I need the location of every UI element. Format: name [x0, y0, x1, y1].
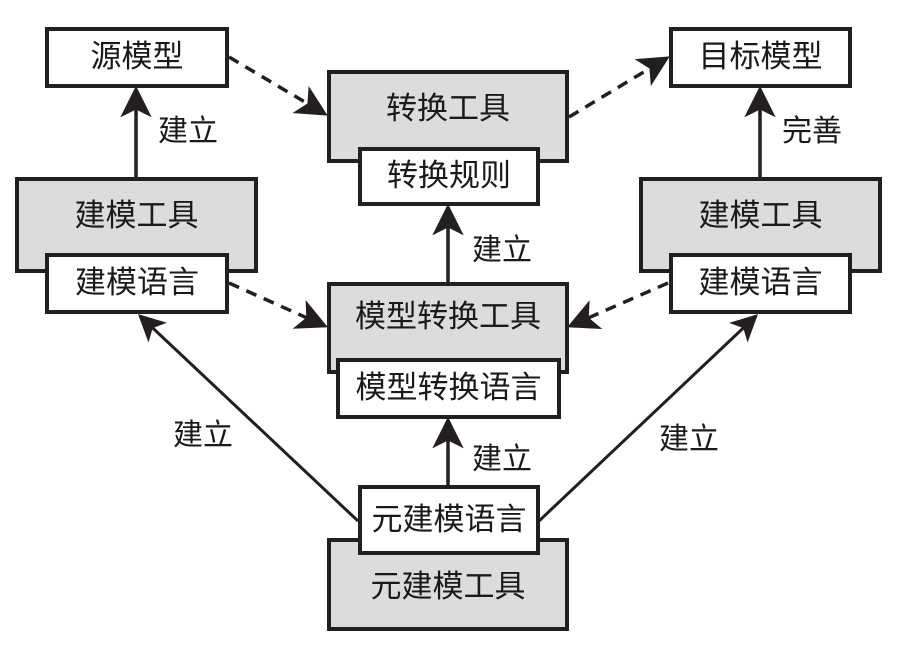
arrow-meta-language-to-right-language — [537, 314, 758, 523]
left-modeling-language-label: 建模语言 — [75, 265, 199, 301]
model-transform-language-label: 模型转换语言 — [355, 370, 542, 406]
model-transform-language-node: 模型转换语言 — [336, 358, 561, 419]
edge-label-left-build: 建立 — [158, 114, 218, 149]
right-modeling-tool-label: 建模工具 — [698, 198, 823, 234]
arrow-meta-language-to-left-language — [138, 314, 360, 523]
dashed-arrow-left-language-to-model-transform-tool — [228, 281, 328, 329]
transform-rules-label: 转换规则 — [387, 158, 511, 194]
target-model-node: 目标模型 — [669, 27, 852, 88]
edge-label-meta-center-build: 建立 — [472, 442, 532, 477]
target-model-label: 目标模型 — [698, 39, 823, 75]
edge-label-right-refine: 完善 — [782, 114, 842, 149]
right-modeling-language-label: 建模语言 — [698, 265, 823, 301]
transform-rules-node: 转换规则 — [358, 147, 540, 206]
transform-tool-label: 转换工具 — [386, 91, 510, 127]
right-modeling-language-node: 建模语言 — [669, 253, 852, 314]
left-modeling-tool-label: 建模工具 — [74, 198, 199, 234]
dashed-arrow-transform-tool-to-target — [568, 56, 670, 119]
meta-modeling-language-label: 元建模语言 — [371, 501, 527, 538]
meta-modeling-language-node: 元建模语言 — [358, 485, 540, 555]
source-model-node: 源模型 — [45, 27, 229, 88]
edge-label-meta-right-build: 建立 — [659, 422, 719, 457]
left-modeling-language-node: 建模语言 — [45, 253, 229, 314]
edge-label-rules-build: 建立 — [472, 233, 532, 268]
dashed-arrow-right-language-to-model-transform-tool — [567, 281, 669, 330]
dashed-arrow-source-to-transform-tool — [228, 55, 328, 116]
model-transform-tool-label: 模型转换工具 — [355, 299, 541, 335]
meta-modeling-tool-label: 元建模工具 — [370, 569, 526, 605]
source-model-label: 源模型 — [90, 39, 184, 75]
edge-label-meta-left-build: 建立 — [173, 418, 233, 453]
